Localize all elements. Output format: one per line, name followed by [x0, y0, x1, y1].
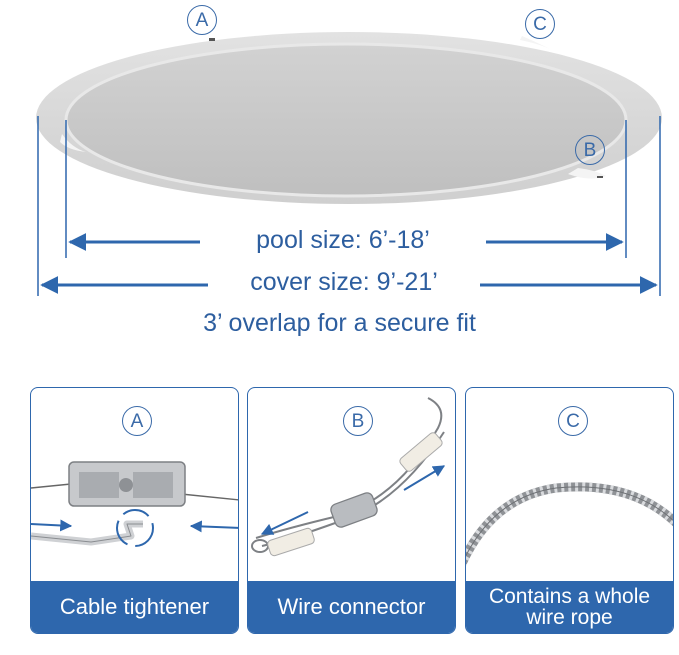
panel-wire-connector: B Wire connector [247, 387, 456, 634]
panel-c-letter-icon: C [558, 406, 588, 436]
panel-cable-tightener: A Cable tightener [30, 387, 239, 634]
marker-b-icon: B [575, 135, 605, 165]
panel-c-caption: Contains a whole wire rope [466, 581, 673, 633]
cover-rim-highlight [60, 134, 86, 152]
marker-c-icon: C [525, 9, 555, 39]
wire-connector-illustration [251, 397, 446, 557]
panel-wire-rope: C Contains a whole wire rope [465, 387, 674, 634]
panel-a-caption: Cable tightener [31, 581, 238, 633]
marker-a-icon: A [187, 5, 217, 35]
pool-size-label: pool size: 6’-18’ [256, 226, 430, 254]
panel-a-letter-icon: A [122, 406, 152, 436]
panel-b-letter-icon: B [343, 406, 373, 436]
panel-b-caption: Wire connector [248, 581, 455, 633]
cable-tightener-illustration [31, 461, 238, 547]
pool-cover-diagram [36, 32, 662, 296]
overlap-note: 3’ overlap for a secure fit [203, 309, 476, 337]
marker-a-tab [209, 38, 215, 41]
cover-rim-highlight-c [520, 36, 552, 50]
cover-size-label: cover size: 9’-21’ [250, 268, 438, 296]
wire-rope-illustration [466, 482, 673, 566]
marker-b-tab [597, 176, 603, 178]
pool-inner-ellipse [64, 42, 628, 198]
cover-rim-highlight-b [568, 168, 606, 179]
